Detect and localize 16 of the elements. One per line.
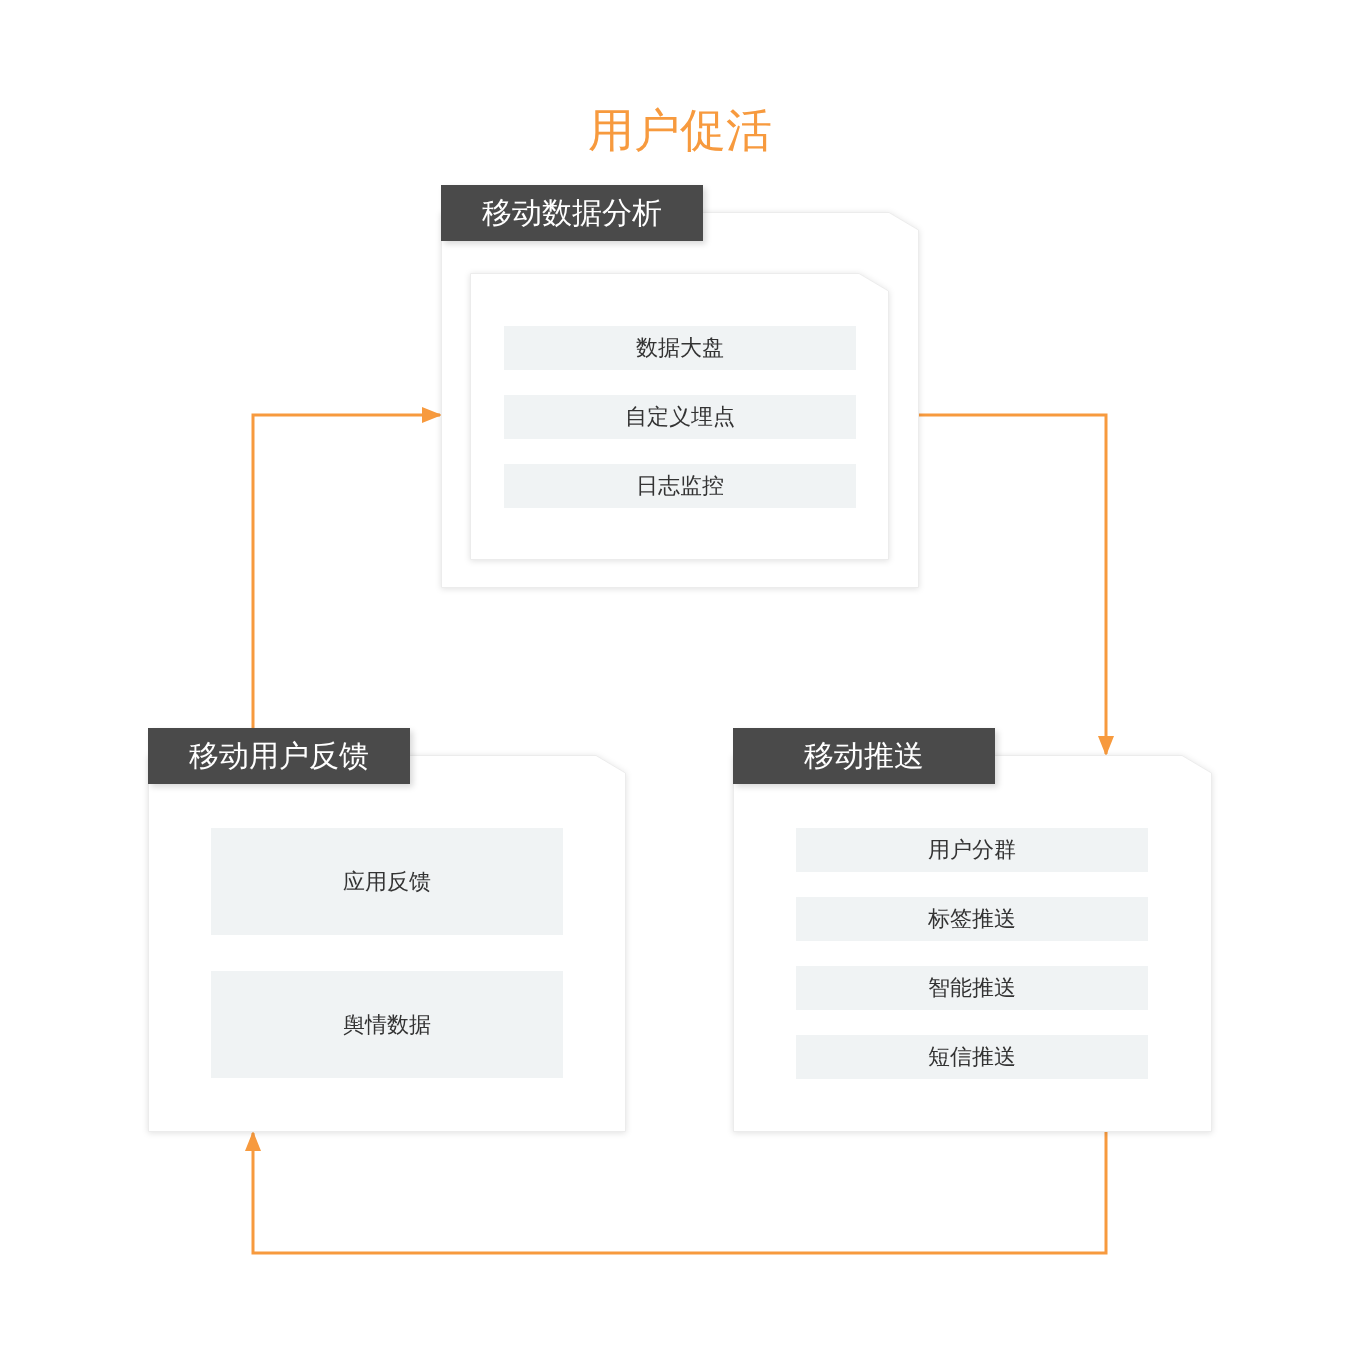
card-heading: 移动数据分析 [441, 185, 703, 241]
list-item: 日志监控 [504, 464, 856, 508]
arrow [919, 413, 1114, 756]
arrow [251, 407, 442, 728]
list-item: 数据大盘 [504, 326, 856, 370]
list-item: 自定义埋点 [504, 395, 856, 439]
card-heading: 移动用户反馈 [148, 728, 410, 784]
title: 用户促活 [588, 102, 772, 159]
list-item: 智能推送 [796, 966, 1148, 1010]
list-item: 用户分群 [796, 828, 1148, 872]
list-item: 舆情数据 [211, 971, 563, 1078]
list-item: 短信推送 [796, 1035, 1148, 1079]
arrow [245, 1131, 1108, 1255]
list-item: 应用反馈 [211, 828, 563, 935]
list-item: 标签推送 [796, 897, 1148, 941]
card-heading: 移动推送 [733, 728, 995, 784]
